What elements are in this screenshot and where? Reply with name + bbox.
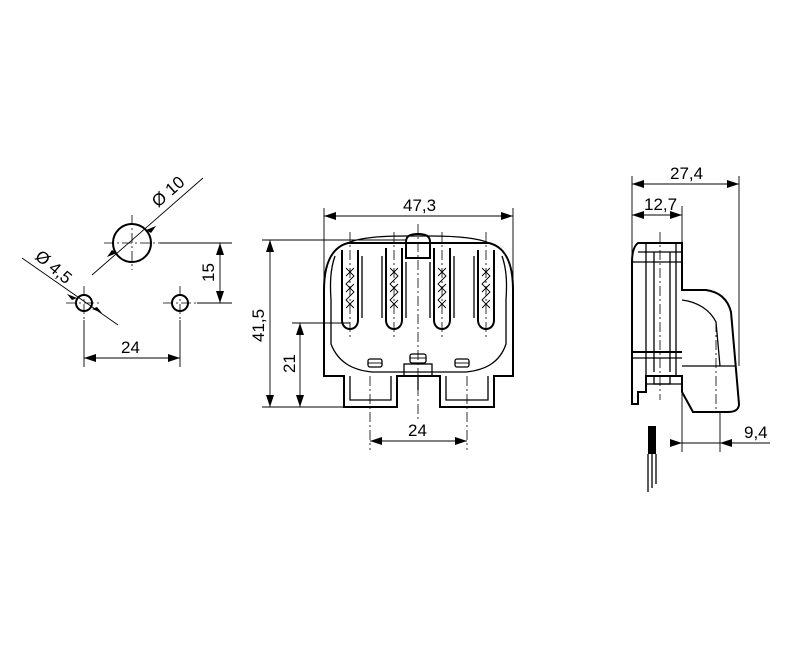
side-view: 27,4 12,7 9,4 — [631, 164, 770, 492]
contact-height-label: 21 — [280, 354, 299, 373]
dimension-hole-spacing: 24 — [83, 320, 181, 367]
lampholder-body-outline — [323, 242, 514, 408]
side-body-outline — [631, 242, 741, 413]
dimension-small-hole-diameter: Ø 4,5 — [21, 247, 119, 326]
dimension-partial-depth: 12,7 — [632, 195, 683, 243]
dimension-front-width: 47,3 — [323, 196, 514, 290]
wire — [647, 426, 657, 492]
large-hole-diameter-label: Ø 10 — [148, 172, 188, 211]
partial-depth-label: 12,7 — [644, 195, 677, 214]
hole-spacing-label: 24 — [121, 338, 140, 357]
dimension-large-hole-diameter: Ø 10 — [91, 172, 204, 276]
foot-spacing-label: 24 — [408, 421, 427, 440]
dimension-foot-spacing: 24 — [370, 421, 467, 445]
dimension-front-height: 41,5 — [249, 239, 406, 408]
front-width-label: 47,3 — [403, 196, 436, 215]
hole-pattern-view: Ø 10 Ø 4,5 15 24 — [21, 172, 232, 367]
front-view: 47,3 41,5 21 24 — [249, 196, 514, 450]
dimension-vertical-spacing: 15 — [160, 242, 232, 304]
dimension-contact-height: 21 — [280, 322, 350, 407]
vertical-spacing-label: 15 — [199, 263, 218, 282]
small-hole-diameter-label: Ø 4,5 — [31, 247, 75, 288]
total-depth-label: 27,4 — [670, 164, 703, 183]
base-offset-label: 9,4 — [744, 423, 768, 442]
dimension-total-depth: 27,4 — [631, 164, 740, 366]
dimension-base-offset: 9,4 — [670, 392, 770, 452]
front-height-label: 41,5 — [249, 309, 268, 342]
